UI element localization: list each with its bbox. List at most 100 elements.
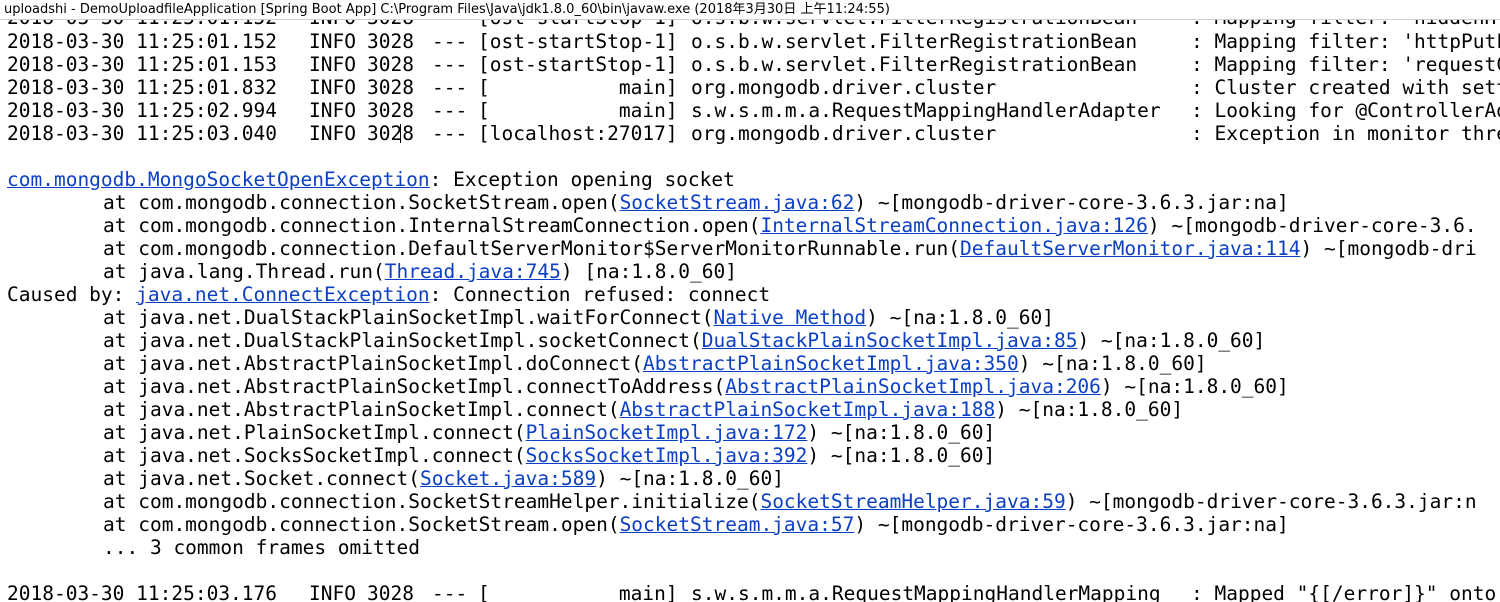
log-timestamp: 2018-03-30 11:25:03.040 — [7, 122, 278, 145]
log-logger: o.s.b.w.servlet.FilterRegistrationBean — [691, 53, 1138, 76]
log-level: INFO — [309, 30, 356, 53]
frame-method: at com.mongodb.connection.SocketStream.o… — [103, 191, 620, 214]
exception-class-link[interactable]: com.mongodb.MongoSocketOpenException — [7, 168, 430, 191]
source-link[interactable]: Socket.java:589 — [419, 467, 597, 490]
log-pid: 3028 — [367, 99, 414, 122]
caused-by-prefix: Caused by: — [7, 283, 137, 306]
frame-tail: ) [na:1.8.0_60] — [560, 260, 737, 283]
frame-method: at java.net.DualStackPlainSocketImpl.wai… — [103, 306, 714, 329]
frame-method: at com.mongodb.connection.InternalStream… — [103, 214, 761, 237]
log-line: 2018-03-30 11:25:01.832 INFO 3028 --- [ … — [7, 76, 1500, 99]
source-link[interactable]: PlainSocketImpl.java:172 — [525, 421, 808, 444]
frame-tail: ) ~[mongodb-dri — [1300, 237, 1477, 260]
source-link[interactable]: AbstractPlainSocketImpl.java:350 — [643, 352, 1019, 375]
log-separator: --- — [432, 99, 468, 122]
stack-frame: at java.net.DualStackPlainSocketImpl.wai… — [103, 306, 1054, 329]
log-timestamp: 2018-03-30 11:25:02.994 — [7, 99, 278, 122]
frame-tail: ) ~[mongodb-driver-core-3.6. — [1147, 214, 1477, 237]
frame-tail: ) ~[na:1.8.0_60] — [866, 306, 1054, 329]
source-link[interactable]: SocketStreamHelper.java:59 — [760, 490, 1066, 513]
log-logger: s.w.s.m.m.a.RequestMappingHandlerAdapter — [691, 99, 1161, 122]
log-line: 2018-03-30 11:25:01.152 INFO 3028 --- [o… — [7, 30, 1500, 53]
log-timestamp: 2018-03-30 11:25:03.176 — [7, 582, 278, 602]
source-link[interactable]: SocksSocketImpl.java:392 — [525, 444, 808, 467]
source-link[interactable]: Native Method — [713, 306, 867, 329]
source-link[interactable]: AbstractPlainSocketImpl.java:188 — [619, 398, 996, 421]
exception-message: : Exception opening socket — [429, 168, 735, 191]
log-separator: --- — [432, 53, 468, 76]
caused-by-line: Caused by: java.net.ConnectException: Co… — [7, 283, 770, 306]
source-link[interactable]: AbstractPlainSocketImpl.java:206 — [725, 375, 1101, 398]
log-level: INFO — [309, 53, 356, 76]
frame-method: at java.lang.Thread.run( — [103, 260, 385, 283]
log-thread: [ main] — [478, 99, 678, 122]
log-logger: o.s.b.w.servlet.FilterRegistrationBean — [691, 30, 1138, 53]
log-pid: 3028 — [367, 582, 414, 602]
log-timestamp: 2018-03-30 11:25:01.832 — [7, 76, 278, 99]
log-pid: 3028 — [367, 53, 414, 76]
frame-method: at java.net.AbstractPlainSocketImpl.doCo… — [103, 352, 644, 375]
frame-method: at com.mongodb.connection.SocketStream.o… — [103, 513, 620, 536]
frame-tail: ) ~[mongodb-driver-core-3.6.3.jar:na] — [854, 513, 1289, 536]
frame-tail: ) ~[na:1.8.0_60] — [596, 467, 784, 490]
stack-frame: at java.lang.Thread.run(Thread.java:745)… — [103, 260, 737, 283]
source-link[interactable]: DualStackPlainSocketImpl.java:85 — [701, 329, 1078, 352]
frame-method: at java.net.Socket.connect( — [103, 467, 420, 490]
source-link[interactable]: SocketStream.java:57 — [619, 513, 855, 536]
log-logger: org.mongodb.driver.cluster — [691, 122, 997, 145]
text-cursor — [400, 124, 401, 143]
frame-method: at java.net.SocksSocketImpl.connect( — [103, 444, 526, 467]
frame-method: at com.mongodb.connection.DefaultServerM… — [103, 237, 961, 260]
log-timestamp: 2018-03-30 11:25:01.153 — [7, 53, 278, 76]
frame-method: at java.net.AbstractPlainSocketImpl.conn… — [103, 398, 620, 421]
stack-frame: at java.net.AbstractPlainSocketImpl.conn… — [103, 398, 1183, 421]
stack-frame: at com.mongodb.connection.SocketStream.o… — [103, 513, 1289, 536]
log-pid: 3028 — [367, 76, 414, 99]
frame-tail: ) ~[na:1.8.0_60] — [807, 421, 996, 444]
source-link[interactable]: Thread.java:745 — [384, 260, 561, 283]
log-thread: [ost-startStop-1] — [478, 53, 678, 76]
stack-frame: at java.net.PlainSocketImpl.connect(Plai… — [103, 421, 995, 444]
log-separator: --- — [432, 76, 468, 99]
stack-frame: at java.net.AbstractPlainSocketImpl.doCo… — [103, 352, 1207, 375]
stack-frame: at com.mongodb.connection.InternalStream… — [103, 214, 1477, 237]
log-separator: --- — [432, 122, 468, 145]
stack-frame: at com.mongodb.connection.DefaultServerM… — [103, 237, 1477, 260]
frame-method: at java.net.DualStackPlainSocketImpl.soc… — [103, 329, 702, 352]
log-level: INFO — [309, 122, 356, 145]
console-title: uploadshi - DemoUploadfileApplication [S… — [0, 0, 1500, 20]
log-message: : Looking for @ControllerAd — [1191, 99, 1500, 122]
frame-method: at com.mongodb.connection.SocketStreamHe… — [103, 490, 761, 513]
frame-method: at java.net.PlainSocketImpl.connect( — [103, 421, 526, 444]
source-link[interactable]: InternalStreamConnection.java:126 — [760, 214, 1148, 237]
source-link[interactable]: DefaultServerMonitor.java:114 — [960, 237, 1301, 260]
log-line: 2018-03-30 11:25:02.994 INFO 3028 --- [ … — [7, 99, 1500, 122]
stack-frame: at com.mongodb.connection.SocketStream.o… — [103, 191, 1289, 214]
stack-frame: at com.mongodb.connection.SocketStreamHe… — [103, 490, 1477, 513]
log-line: 2018-03-30 11:25:03.176 INFO 3028 --- [ … — [7, 582, 1496, 602]
log-pid: 3028 — [367, 122, 414, 145]
log-separator: --- — [432, 30, 468, 53]
exception-line: com.mongodb.MongoSocketOpenException: Ex… — [7, 168, 735, 191]
stack-frame: at java.net.SocksSocketImpl.connect(Sock… — [103, 444, 995, 467]
frame-method: at java.net.AbstractPlainSocketImpl.conn… — [103, 375, 726, 398]
log-level: INFO — [309, 582, 356, 602]
source-link[interactable]: SocketStream.java:62 — [619, 191, 855, 214]
frame-tail: ) ~[na:1.8.0_60] — [995, 398, 1184, 421]
frame-tail: ) ~[na:1.8.0_60] — [807, 444, 996, 467]
log-logger: s.w.s.m.m.a.RequestMappingHandlerMapping — [691, 582, 1161, 602]
log-message: : Mapping filter: 'requestC — [1191, 53, 1500, 76]
cause-class-link[interactable]: java.net.ConnectException — [136, 283, 430, 306]
log-thread: [localhost:27017] — [478, 122, 678, 145]
log-separator: --- — [432, 582, 468, 602]
log-thread: [ main] — [478, 582, 678, 602]
frame-tail: ) ~[na:1.8.0_60] — [1018, 352, 1207, 375]
log-logger: org.mongodb.driver.cluster — [691, 76, 997, 99]
stack-frame: at java.net.DualStackPlainSocketImpl.soc… — [103, 329, 1265, 352]
log-line: 2018-03-30 11:25:01.153 INFO 3028 --- [o… — [7, 53, 1500, 76]
cause-message: : Connection refused: connect — [429, 283, 771, 306]
stack-frame: at java.net.Socket.connect(Socket.java:5… — [103, 467, 784, 490]
frames-omitted: ... 3 common frames omitted — [103, 536, 420, 559]
log-timestamp: 2018-03-30 11:25:01.152 — [7, 30, 278, 53]
